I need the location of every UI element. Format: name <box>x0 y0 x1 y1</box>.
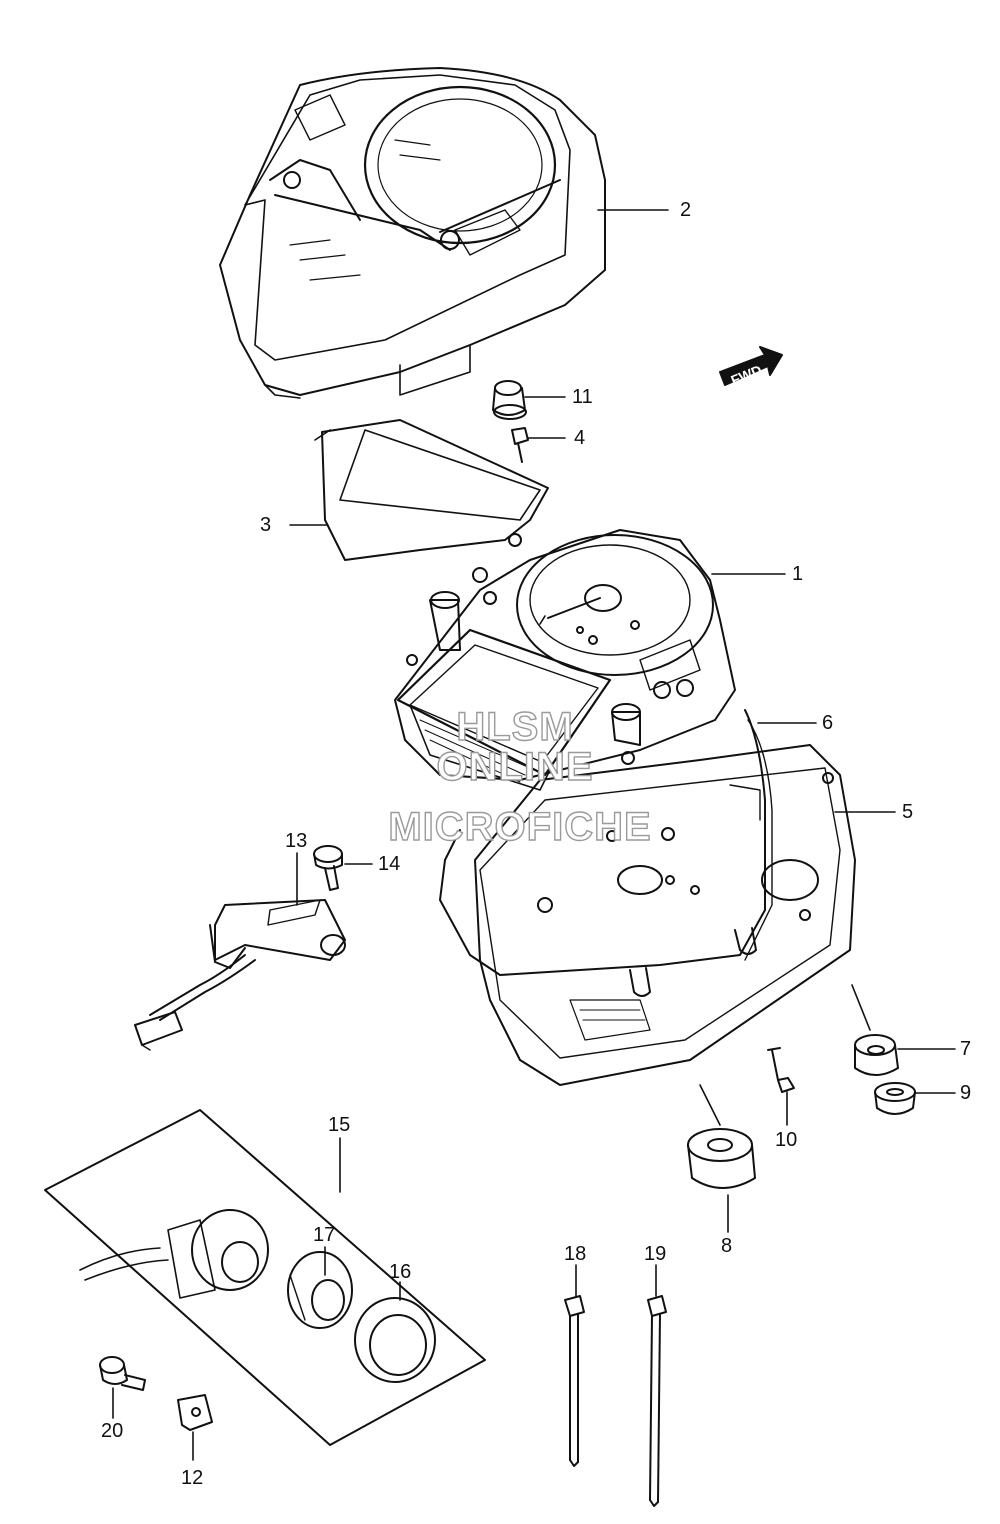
callout-14: 14 <box>378 853 401 875</box>
callout-8: 8 <box>721 1235 733 1257</box>
callout-7: 7 <box>960 1038 972 1060</box>
callout-19: 19 <box>644 1243 667 1265</box>
callout-6: 6 <box>822 712 834 734</box>
callout-16: 16 <box>389 1261 412 1283</box>
callout-9: 9 <box>960 1082 972 1104</box>
part-8-damper <box>687 1128 756 1189</box>
part-7-damper <box>854 1034 899 1076</box>
callout-20: 20 <box>101 1420 124 1442</box>
callout-18: 18 <box>564 1243 587 1265</box>
part-5-lower-case <box>474 744 856 1086</box>
callout-4: 4 <box>574 427 586 449</box>
callout-11: 11 <box>572 386 593 408</box>
watermark-line-2: ONLINE <box>436 744 594 789</box>
fwd-arrow-icon <box>719 346 783 386</box>
part-4-screw <box>511 427 529 463</box>
part-20-bolt <box>99 1356 146 1391</box>
part-19-cable-tie <box>647 1295 667 1507</box>
callout-3: 3 <box>260 514 272 536</box>
part-12-clip <box>177 1394 213 1431</box>
part-13-sensor-bracket <box>134 899 346 1051</box>
fwd-label: FWD <box>728 362 764 389</box>
callout-17: 17 <box>313 1224 336 1246</box>
watermark-line-3: MICROFICHE <box>388 804 652 849</box>
part-18-cable-tie <box>564 1295 585 1467</box>
leader-lines <box>112 209 956 1461</box>
part-9-washer <box>874 1082 916 1115</box>
part-2-meter-cover <box>219 67 606 399</box>
part-14-bolt <box>313 845 343 891</box>
callout-12: 12 <box>181 1467 204 1489</box>
callout-2: 2 <box>680 199 692 221</box>
callout-13: 13 <box>285 830 308 852</box>
callout-5: 5 <box>902 801 914 823</box>
callout-10: 10 <box>775 1129 798 1151</box>
watermark-line-1: HLSM <box>456 704 574 749</box>
callout-1: 1 <box>792 563 804 585</box>
part-10-screw <box>767 1047 795 1093</box>
part-11-grommet <box>492 380 527 420</box>
callout-15: 15 <box>328 1114 351 1136</box>
part-15-socket-box <box>44 1109 486 1446</box>
part-3-lens <box>314 419 549 561</box>
